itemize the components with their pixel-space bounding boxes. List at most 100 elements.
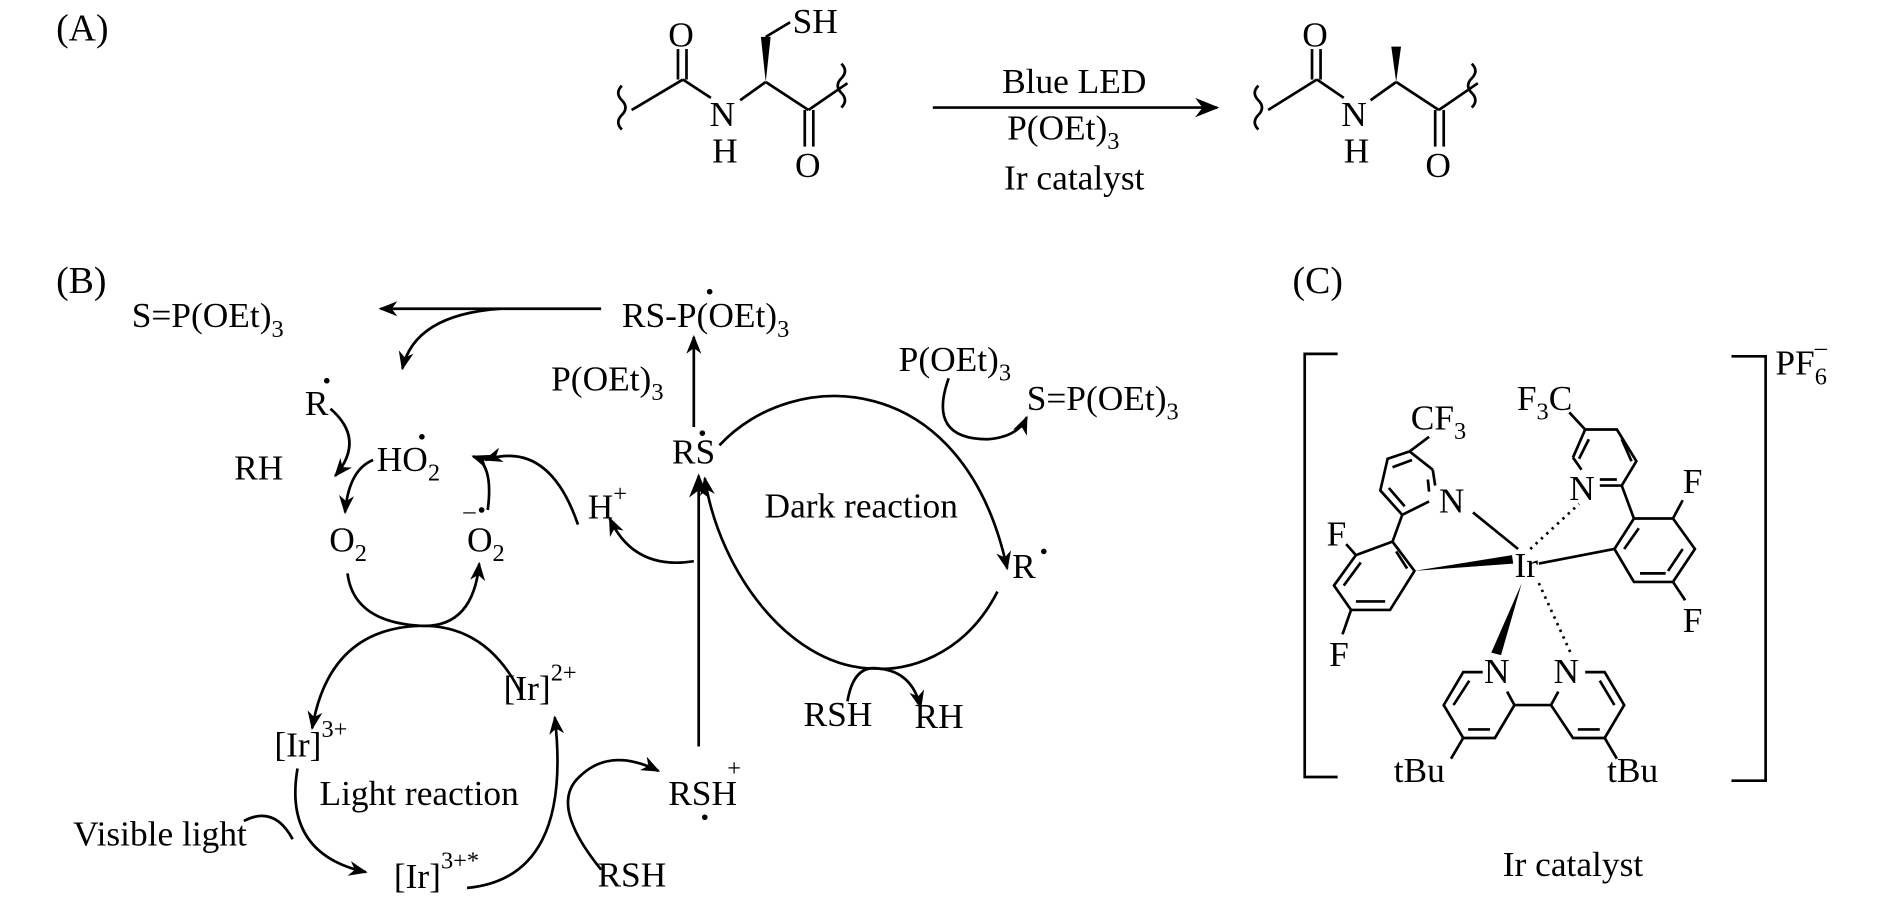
label-dark-reaction: Dark reaction bbox=[765, 485, 959, 525]
label-visible-light: Visible light bbox=[73, 813, 247, 853]
visible-light-input-curve bbox=[243, 814, 294, 840]
atom-h: H bbox=[1344, 130, 1370, 170]
right-pyridine-ring bbox=[1568, 411, 1638, 487]
species-proton: H+ bbox=[588, 480, 627, 526]
arrow-o2-to-superoxide bbox=[346, 561, 486, 628]
species-ir2: [Ir]2+ bbox=[504, 660, 577, 709]
radical-dot bbox=[706, 288, 713, 295]
wedge-bond-ir-n bbox=[1491, 583, 1522, 656]
species-rh-dark: RH bbox=[915, 696, 964, 736]
arrow-r-to-rh bbox=[329, 407, 352, 478]
species-thiyl-radical: RS bbox=[672, 432, 715, 472]
arrow-rsh-to-rh-dark bbox=[846, 666, 925, 710]
atom-ir: Ir bbox=[1514, 545, 1538, 585]
radical-dot bbox=[419, 434, 425, 440]
atom-o-top: O bbox=[668, 15, 694, 55]
radical-dot bbox=[701, 814, 708, 821]
counterion-pf6: PF6– bbox=[1775, 334, 1827, 390]
species-thiophosphate-right: S=P(OEt)3 bbox=[1027, 378, 1179, 426]
arrow-phosphite-to-thiophosphate bbox=[941, 377, 1028, 441]
radical-dot bbox=[699, 430, 706, 436]
atom-f-left-top: F bbox=[1327, 513, 1347, 553]
arrow-excited-to-ir2 bbox=[466, 715, 565, 890]
panel-c: (C) PF6– Ir CF3 N F F bbox=[1293, 260, 1828, 884]
atom-f-right-top: F bbox=[1683, 461, 1703, 501]
arrow-to-proton bbox=[608, 516, 695, 565]
atom-n-right: N bbox=[1569, 468, 1595, 508]
species-thiophosphate-left: S=P(OEt)3 bbox=[132, 295, 284, 343]
cf3-left: CF3 bbox=[1411, 397, 1466, 445]
species-thiol-radical-cation: RSH+ bbox=[668, 755, 741, 813]
radical-dot bbox=[1040, 548, 1047, 555]
condition-reagent: P(OEt)3 bbox=[1007, 107, 1119, 155]
panel-b: (B) S=P(OEt)3 RS-P(OEt)3 P(OEt)3 R RH HO… bbox=[56, 260, 1179, 896]
atom-o-top: O bbox=[1302, 15, 1328, 55]
atom-o-bottom: O bbox=[1425, 145, 1451, 185]
species-phosphoranyl-radical: RS-P(OEt)3 bbox=[622, 295, 789, 343]
atom-f-left-bottom: F bbox=[1329, 634, 1349, 674]
tbu-right: tBu bbox=[1607, 750, 1658, 790]
arrow-branch-to-r-radical bbox=[398, 307, 501, 371]
right-difluorophenyl-ring bbox=[1612, 517, 1697, 584]
arrow-dark-cycle-r-to-thiyl bbox=[699, 476, 999, 671]
species-triethyl-phosphite-left: P(OEt)3 bbox=[551, 358, 663, 406]
hashed-bond-ir-n bbox=[1537, 582, 1572, 654]
methyl-wedge-bond bbox=[1391, 46, 1402, 82]
species-ir3-excited: [Ir]3+* bbox=[394, 847, 479, 896]
panel-label-c: (C) bbox=[1293, 260, 1343, 302]
species-rsh-dark: RSH bbox=[804, 694, 873, 734]
label-light-reaction: Light reaction bbox=[319, 773, 519, 813]
atom-n-bpy-right: N bbox=[1553, 651, 1579, 691]
radical-dot bbox=[323, 377, 330, 384]
condition-catalyst: Ir catalyst bbox=[1004, 157, 1145, 197]
superoxide-charge: – bbox=[462, 498, 476, 525]
arrow-rsh-to-radical-cation bbox=[566, 756, 661, 871]
bond-ir-c bbox=[1538, 547, 1615, 565]
panel-label-a: (A) bbox=[56, 8, 108, 50]
wedge-bond bbox=[760, 36, 771, 82]
radical-dot bbox=[478, 507, 485, 513]
bond-n-ir bbox=[1472, 511, 1519, 551]
bracket-right bbox=[1731, 354, 1767, 783]
wavy-bond-right bbox=[1466, 62, 1477, 109]
species-rsh-light: RSH bbox=[597, 855, 666, 895]
reactant-cysteine-structure: O N H SH O bbox=[616, 1, 849, 185]
hashed-bond-n-ir bbox=[1529, 502, 1580, 550]
atom-n-left: N bbox=[1439, 480, 1465, 520]
atom-n: N bbox=[1341, 94, 1367, 134]
panel-label-b: (B) bbox=[56, 260, 106, 302]
atom-f-right-bottom: F bbox=[1683, 600, 1703, 640]
wavy-bond-left bbox=[1253, 84, 1264, 131]
species-rh-left: RH bbox=[234, 447, 283, 487]
bond bbox=[630, 78, 684, 112]
species-superoxide: O2 bbox=[467, 519, 505, 567]
arrow-h-plus-to-ho2 bbox=[483, 447, 580, 526]
atom-h: H bbox=[712, 130, 738, 170]
arrow-ir3-to-excited bbox=[293, 768, 368, 876]
atom-o-bottom: O bbox=[795, 145, 821, 185]
arrow-superoxide-to-ho2 bbox=[471, 454, 492, 511]
species-triethyl-phosphite-right: P(OEt)3 bbox=[899, 339, 1011, 387]
species-r-radical-right: R bbox=[1012, 546, 1036, 586]
wavy-bond-right bbox=[836, 62, 847, 109]
thiol-group: SH bbox=[793, 1, 838, 41]
species-oxygen: O2 bbox=[329, 519, 367, 567]
arrow-ho2-to-o2 bbox=[339, 458, 374, 515]
arrow-dark-cycle-thiyl-to-r bbox=[718, 394, 1011, 571]
wavy-bond-left bbox=[616, 84, 627, 131]
atom-n: N bbox=[710, 94, 736, 134]
arrow-ir2-to-ir3 bbox=[307, 624, 524, 731]
caption-ir-catalyst: Ir catalyst bbox=[1503, 844, 1644, 884]
wedge-bond-c-ir bbox=[1414, 555, 1514, 571]
cf3-right: F3C bbox=[1517, 378, 1572, 426]
condition-blue-led: Blue LED bbox=[1002, 61, 1146, 101]
tbu-left: tBu bbox=[1394, 750, 1445, 790]
species-r-radical-left: R bbox=[305, 383, 329, 423]
atom-n-bpy-left: N bbox=[1484, 651, 1510, 691]
species-hydroperoxyl: HO2 bbox=[377, 439, 440, 487]
bipyridine-rings bbox=[1442, 670, 1626, 760]
left-pyridine-ring bbox=[1378, 435, 1437, 517]
product-alanine-structure: O N H O bbox=[1253, 15, 1479, 185]
species-ir3: [Ir]3+ bbox=[274, 716, 347, 765]
